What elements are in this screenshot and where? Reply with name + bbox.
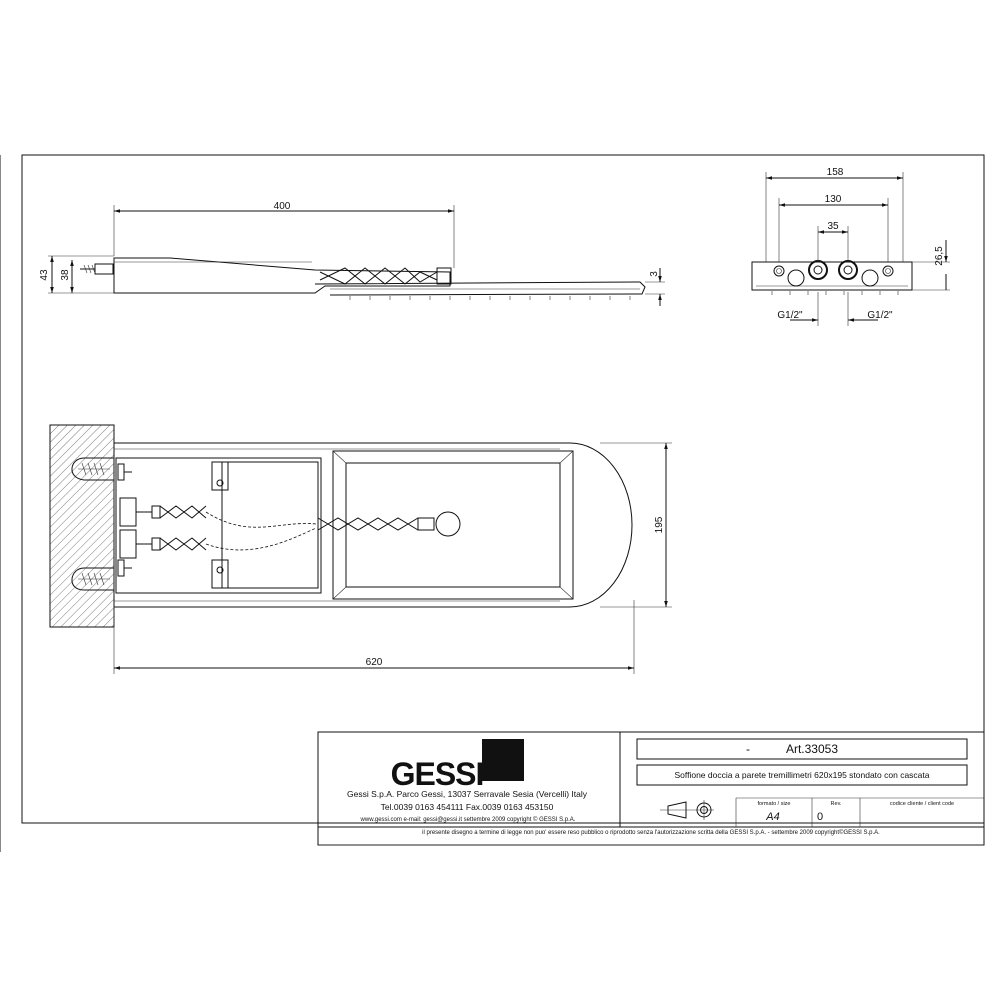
dim-g12-right: G1/2" — [867, 310, 893, 321]
legal-notice: il presente disegno a termine di legge n… — [422, 829, 880, 836]
dim-158: 158 — [827, 167, 844, 178]
rev-label: Rev. — [831, 801, 842, 807]
dim-35: 35 — [827, 221, 839, 232]
format-value: A4 — [765, 811, 779, 823]
format-label: formato / size — [757, 801, 790, 807]
company-address: Gessi S.p.A. Parco Gessi, 13037 Serraval… — [347, 789, 588, 799]
article-prefix: - — [746, 742, 750, 756]
dim-g12-left: G1/2" — [777, 310, 803, 321]
plan-view: 195 620 — [49, 424, 672, 674]
side-view: 400 43 38 3 — [39, 201, 665, 306]
drawing-frame — [21, 154, 985, 824]
brand-logo-square — [482, 739, 524, 781]
client-code-label: codice cliente / client code — [890, 801, 954, 807]
dim-620: 620 — [366, 657, 383, 668]
dim-38: 38 — [60, 269, 71, 281]
dim-43: 43 — [39, 269, 50, 281]
dim-3: 3 — [649, 271, 660, 277]
title-block: GESSI Gessi S.p.A. Parco Gessi, 13037 Se… — [317, 731, 985, 846]
article-number: Art.33053 — [786, 742, 838, 756]
dim-26-5: 26,5 — [934, 246, 945, 266]
dim-195: 195 — [654, 516, 665, 533]
projection-symbol-icon — [660, 800, 714, 820]
dim-400: 400 — [274, 201, 291, 212]
front-view: 158 130 35 26,5 G1/2" G1/2" — [751, 167, 950, 326]
dim-130: 130 — [825, 194, 842, 205]
company-web: www.gessi.com e-mail: gessi@gessi.it set… — [360, 816, 576, 823]
rev-value: 0 — [817, 811, 823, 823]
brand-logo-text: GESSI — [391, 756, 484, 792]
company-phone: Tel.0039 0163 454111 Fax.0039 0163 45315… — [381, 802, 554, 812]
product-description: Soffione doccia a parete tremillimetri 6… — [675, 770, 930, 780]
